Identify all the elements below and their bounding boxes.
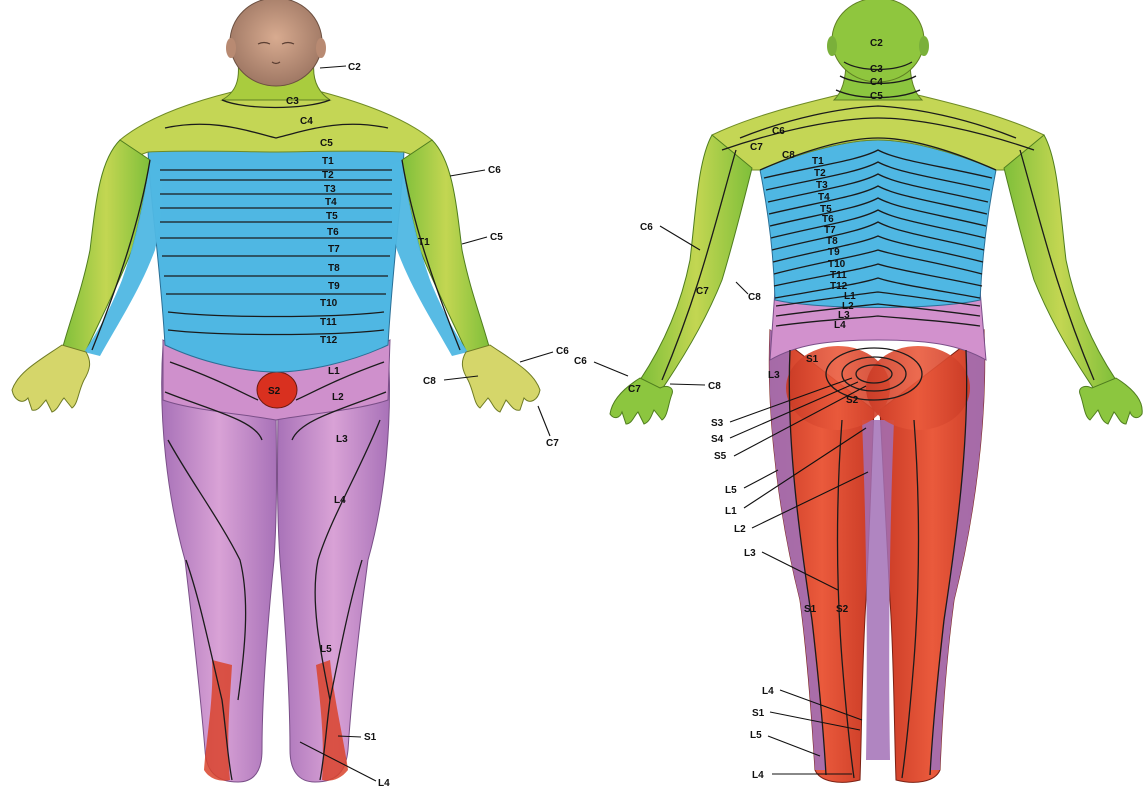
back-label-t10: T10 [828,259,846,270]
front-label-t4: T4 [325,197,337,208]
back-label-calf-s2: S2 [836,604,849,615]
back-lead-foot-l5 [768,736,820,756]
back-label-hand-c6: C6 [574,356,587,367]
front-label-t7: T7 [328,244,340,255]
back-label-s1: S1 [806,354,819,365]
back-label-heel-l4: L4 [752,770,764,781]
back-label-l4: L4 [834,320,846,331]
back-lead-leg-l5 [744,470,778,488]
back-label-leg-l1: L1 [725,506,737,517]
front-lead-arm-c5 [462,237,487,244]
back-label-foot-l5: L5 [750,730,762,741]
back-label-t7: T7 [824,225,836,236]
back-ear-right [919,36,929,56]
front-label-arm-t1: T1 [418,237,430,248]
back-label-t1: T1 [812,156,824,167]
back-label-t11: T11 [830,270,847,281]
front-label-t10: T10 [320,298,338,309]
front-lead-c2 [320,66,346,68]
front-label-t1: T1 [322,156,334,167]
front-figure: C2 C3 C4 C5 T1 T2 T3 T4 T5 T6 T7 T8 T9 T… [12,0,569,789]
front-label-s1: S1 [364,732,377,743]
back-label-hand-c8: C8 [708,381,721,392]
front-right-hand [462,345,540,412]
back-label-hip-l3: L3 [768,370,780,381]
front-label-t12: T12 [320,335,338,346]
front-lead-hand-c6 [520,352,553,362]
back-label-arm-c7: C7 [696,286,709,297]
front-left-hand [12,345,90,412]
back-right-hand [1080,378,1143,424]
front-label-hand-c8: C8 [423,376,436,387]
front-label-c4: C4 [300,116,313,127]
back-label-c4: C4 [870,77,883,88]
back-label-t6: T6 [822,214,834,225]
front-label-foot-l4: L4 [378,778,390,789]
back-torso [760,140,996,308]
front-label-arm-c5: C5 [490,232,503,243]
front-label-t6: T6 [327,227,339,238]
back-label-s2: S2 [846,395,859,406]
front-label-s2: S2 [268,386,281,397]
front-lead-arm-c6 [450,170,485,176]
back-label-c6: C6 [772,126,785,137]
back-lead-hand-c8 [670,384,705,385]
back-label-hand-c7: C7 [628,384,641,395]
front-label-t11: T11 [320,317,337,328]
front-label-l3: L3 [336,434,348,445]
back-lead-arm-c8 [736,282,748,294]
back-label-s4: S4 [711,434,724,445]
front-torso [148,150,404,372]
back-figure: C2 C3 C4 C5 C6 C7 C8 T1 T2 T3 T4 T5 T6 T… [574,0,1142,782]
back-label-arm-c8: C8 [748,292,761,303]
front-label-c5: C5 [320,138,333,149]
back-label-foot-s1: S1 [752,708,765,719]
front-label-hand-c7: C7 [546,438,559,449]
front-label-c3: C3 [286,96,299,107]
back-ear-left [827,36,837,56]
front-label-t5: T5 [326,211,338,222]
front-label-t8: T8 [328,263,340,274]
back-label-s5: S5 [714,451,727,462]
back-lead-hand-c6 [594,362,628,376]
back-label-leg-l3: L3 [744,548,756,559]
back-label-t9: T9 [828,247,840,258]
front-label-hand-c6: C6 [556,346,569,357]
front-label-l5: L5 [320,644,332,655]
back-label-leg-l2: L2 [734,524,746,535]
front-label-t9: T9 [328,281,340,292]
front-label-l1: L1 [328,366,340,377]
back-label-c5: C5 [870,91,883,102]
front-head [230,0,322,86]
back-label-leg-l5: L5 [725,485,737,496]
front-lead-hand-c7 [538,406,550,436]
back-inner-leg-purple [862,420,894,760]
back-label-t8: T8 [826,236,838,247]
front-label-t2: T2 [322,170,334,181]
front-label-arm-c6: C6 [488,165,501,176]
back-label-c3: C3 [870,64,883,75]
front-label-c2: C2 [348,62,361,73]
back-right-arm [1004,135,1116,392]
back-buttock-right [866,346,970,430]
back-label-t2: T2 [814,168,826,179]
front-label-l2: L2 [332,392,344,403]
back-label-s3: S3 [711,418,724,429]
back-label-t3: T3 [816,180,828,191]
back-label-t4: T4 [818,192,830,203]
front-label-t3: T3 [324,184,336,195]
back-label-c8: C8 [782,150,795,161]
front-ear-right [316,38,326,58]
back-left-arm [640,135,752,392]
back-label-calf-s1: S1 [804,604,817,615]
back-label-c7: C7 [750,142,763,153]
front-label-l4: L4 [334,495,346,506]
front-ear-left [226,38,236,58]
back-label-foot-l4: L4 [762,686,774,697]
back-label-arm-c6: C6 [640,222,653,233]
back-label-c2: C2 [870,38,883,49]
